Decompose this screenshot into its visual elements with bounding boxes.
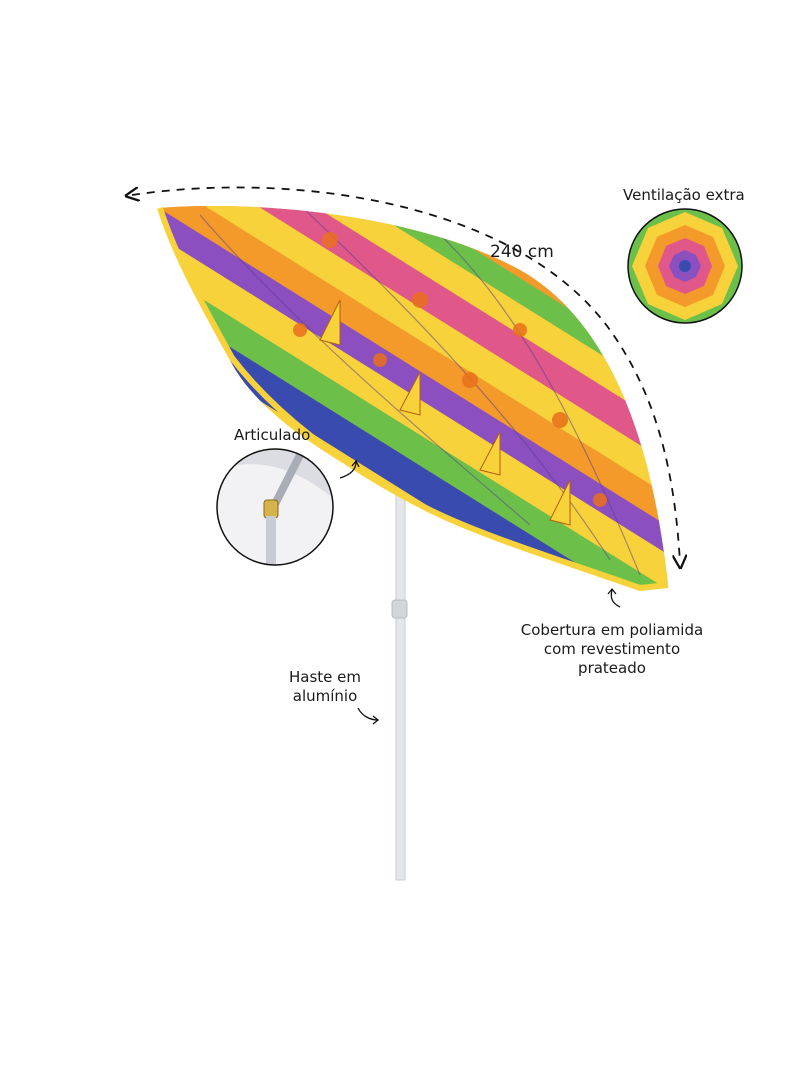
cover-label: Cobertura em poliamida com revestimento … [512, 621, 712, 678]
pole-label-line1: Haste em [288, 668, 361, 686]
pole-label: Haste em alumínio [280, 668, 370, 706]
pole [391, 469, 408, 881]
articulated-inset [216, 448, 334, 566]
articulated-label: Articulado [234, 426, 311, 444]
cover-label-line1: Cobertura em poliamida [520, 621, 704, 639]
width-label: 240 cm [490, 242, 554, 262]
cover-label-line3: prateado [578, 659, 646, 677]
cover-label-line2: com revestimento [543, 640, 681, 658]
pole-label-line2: alumínio [292, 687, 358, 705]
ventilation-inset [627, 208, 743, 324]
width-arc-arrow [132, 186, 680, 562]
pointer-arrows [339, 459, 621, 725]
ventilation-label: Ventilação extra [623, 186, 745, 204]
